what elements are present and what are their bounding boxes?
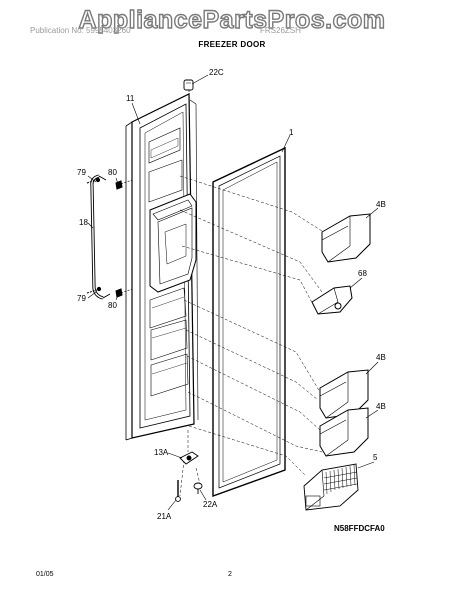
callout-1: 1 [289, 128, 294, 137]
callout-11: 11 [126, 94, 135, 103]
callout-4b-middle: 4B [376, 353, 386, 362]
projection-lines [179, 175, 331, 497]
handle-screw-lower [86, 286, 102, 294]
handle-mount-lower [115, 288, 133, 298]
small-bin [311, 285, 353, 315]
top-hinge-cap [183, 79, 194, 96]
bottom-hinge-bracket [179, 451, 199, 465]
door-pan [125, 93, 199, 441]
callout-5: 5 [373, 453, 378, 462]
diagram-code: N58FFDCFA0 [334, 524, 385, 533]
callout-4b-upper: 4B [376, 200, 386, 209]
watermark: AppliancePartsPros.com [78, 5, 386, 34]
page-title: FREEZER DOOR [198, 40, 266, 49]
footer-date: 01/05 [36, 571, 54, 578]
leader-lines [87, 74, 379, 511]
callout-13a: 13A [154, 448, 169, 457]
callout-79-upper: 79 [77, 168, 86, 177]
footer-page-number: 2 [228, 571, 232, 578]
door-bin-lower [319, 407, 369, 457]
callout-18: 18 [79, 218, 88, 227]
door-handle [90, 174, 111, 300]
callout-labels: 22C 11 1 79 80 18 79 80 4B 68 4B 4B 5 13… [77, 68, 386, 521]
callout-79-lower: 79 [77, 294, 86, 303]
callout-80-lower: 80 [108, 301, 117, 310]
callout-22a: 22A [203, 500, 218, 509]
door-gasket [212, 146, 286, 497]
callout-80-upper: 80 [108, 168, 117, 177]
hinge-screw [175, 480, 181, 502]
door-bin-middle [319, 369, 369, 419]
door-bin-upper [321, 213, 371, 263]
bottom-hinge-cap [193, 482, 203, 494]
callout-22c: 22C [209, 68, 224, 77]
model-number: FRS26ZSH [260, 26, 301, 35]
callout-68: 68 [358, 269, 367, 278]
ice-bucket-basket [303, 463, 359, 511]
callout-4b-lower: 4B [376, 402, 386, 411]
handle-mount-upper [115, 179, 133, 190]
publication-number: Publication No: 5995403260 [30, 26, 131, 35]
callout-21a: 21A [157, 512, 172, 521]
